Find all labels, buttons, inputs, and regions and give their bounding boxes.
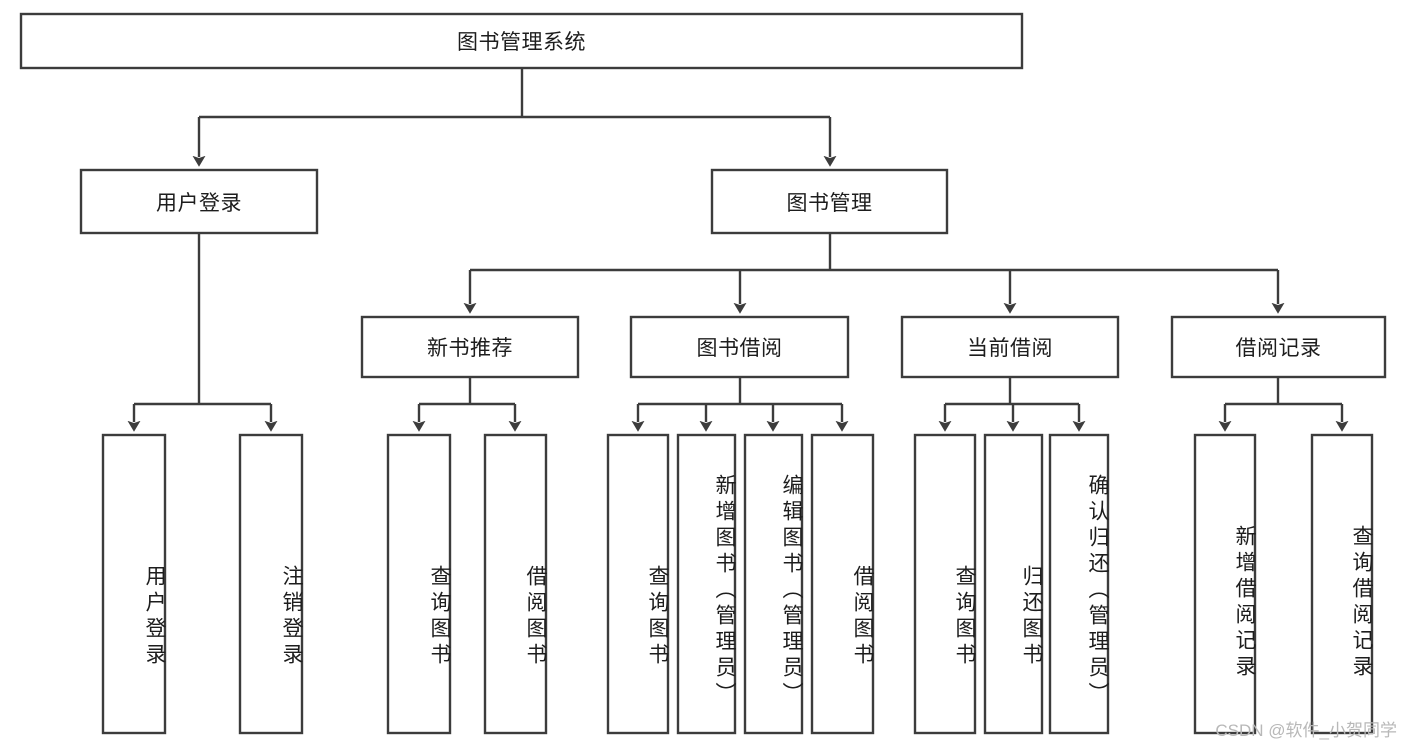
node-box-leaf-borrow-book-1[interactable]: [483, 433, 548, 735]
node-box-leaf-add-record[interactable]: [1193, 433, 1257, 735]
node-box-book-borrow[interactable]: [629, 315, 850, 379]
node-box-borrow-records[interactable]: [1170, 315, 1387, 379]
node-box-new-book-recommend[interactable]: [360, 315, 580, 379]
node-box-leaf-edit-book[interactable]: [743, 433, 804, 735]
node-box-leaf-logout[interactable]: [238, 433, 304, 735]
node-box-root[interactable]: [19, 12, 1024, 70]
node-box-leaf-borrow-book-2[interactable]: [810, 433, 875, 735]
node-box-leaf-add-book[interactable]: [676, 433, 737, 735]
node-box-leaf-return-book[interactable]: [983, 433, 1044, 735]
node-box-user-login[interactable]: [79, 168, 319, 235]
node-box-leaf-query-book-2[interactable]: [606, 433, 670, 735]
node-box-leaf-query-book-3[interactable]: [913, 433, 977, 735]
node-box-leaf-query-record[interactable]: [1310, 433, 1374, 735]
node-box-book-manage[interactable]: [710, 168, 949, 235]
node-box-current-borrow[interactable]: [900, 315, 1120, 379]
node-box-leaf-confirm-return[interactable]: [1048, 433, 1110, 735]
csdn-watermark: CSDN @软件_小贺同学: [1215, 721, 1397, 740]
node-box-leaf-user-login[interactable]: [101, 433, 167, 735]
node-box-leaf-query-book-1[interactable]: [386, 433, 452, 735]
